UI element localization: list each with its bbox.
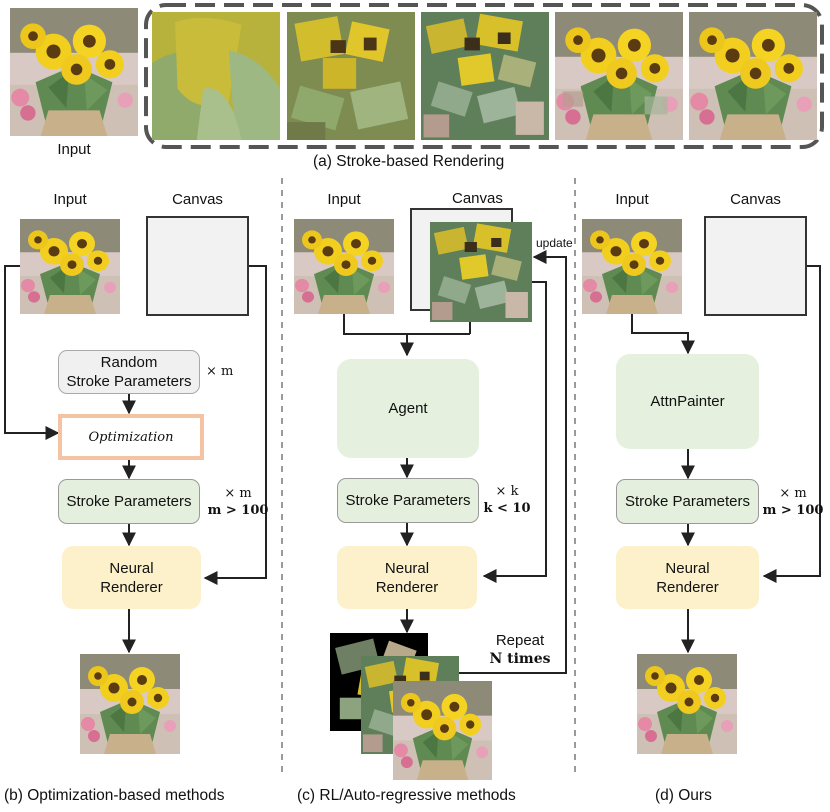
section-c-canvas-strokes [430, 222, 532, 322]
repeat-output-3 [393, 681, 492, 780]
section-d-canvas-label: Canvas [730, 191, 781, 208]
stroke-stage-4 [555, 12, 683, 140]
stroke-progression-frame [144, 3, 824, 149]
section-a-input-label: Input [57, 141, 91, 158]
optimization-box: Optimization [58, 414, 204, 460]
section-b-input-image [20, 219, 120, 314]
stroke-stage-1 [152, 12, 280, 140]
section-c-stroke-parameters-box: Stroke Parameters [337, 478, 479, 523]
section-b-stroke-parameters-box: Stroke Parameters [58, 479, 200, 524]
section-b-multiplier-1: × m [224, 486, 252, 501]
repeat-label-2: N times [489, 651, 551, 667]
section-c-neural-renderer-box: Neural Renderer [337, 546, 477, 609]
section-b-multiplier-2: m > 100 [207, 503, 269, 518]
section-b-output-image [80, 654, 180, 754]
caption-c: (c) RL/Auto-regressive methods [297, 787, 516, 804]
agent-box: Agent [337, 359, 479, 458]
random-multiplier: × m [206, 364, 234, 379]
section-c-multiplier-1: × k [495, 484, 519, 499]
section-d-input-image [582, 219, 682, 314]
section-b-canvas-label: Canvas [172, 191, 223, 208]
section-d-stroke-parameters-box: Stroke Parameters [616, 479, 759, 524]
section-c-input-image [294, 219, 394, 314]
caption-d: (d) Ours [655, 787, 712, 804]
section-d-multiplier-2: m > 100 [762, 503, 824, 518]
stroke-stage-2 [287, 12, 415, 140]
section-c-multiplier-2: k < 10 [483, 501, 531, 516]
section-d-neural-renderer-box: Neural Renderer [616, 546, 759, 609]
section-b-input-label: Input [53, 191, 87, 208]
repeat-label-1: Repeat [495, 632, 545, 649]
section-d-output-image [637, 654, 737, 754]
section-d-input-label: Input [615, 191, 649, 208]
caption-a: (a) Stroke-based Rendering [313, 153, 505, 170]
section-c-input-label: Input [327, 191, 361, 208]
section-d-multiplier-1: × m [779, 486, 807, 501]
section-b-neural-renderer-box: Neural Renderer [62, 546, 201, 609]
update-label: update [536, 236, 573, 250]
section-b-canvas [146, 216, 249, 316]
section-c-canvas-label: Canvas [452, 190, 503, 207]
random-stroke-parameters-box: Random Stroke Parameters [58, 350, 200, 394]
section-d-canvas [704, 216, 807, 316]
attnpainter-box: AttnPainter [616, 354, 759, 449]
caption-b: (b) Optimization-based methods [4, 787, 225, 804]
